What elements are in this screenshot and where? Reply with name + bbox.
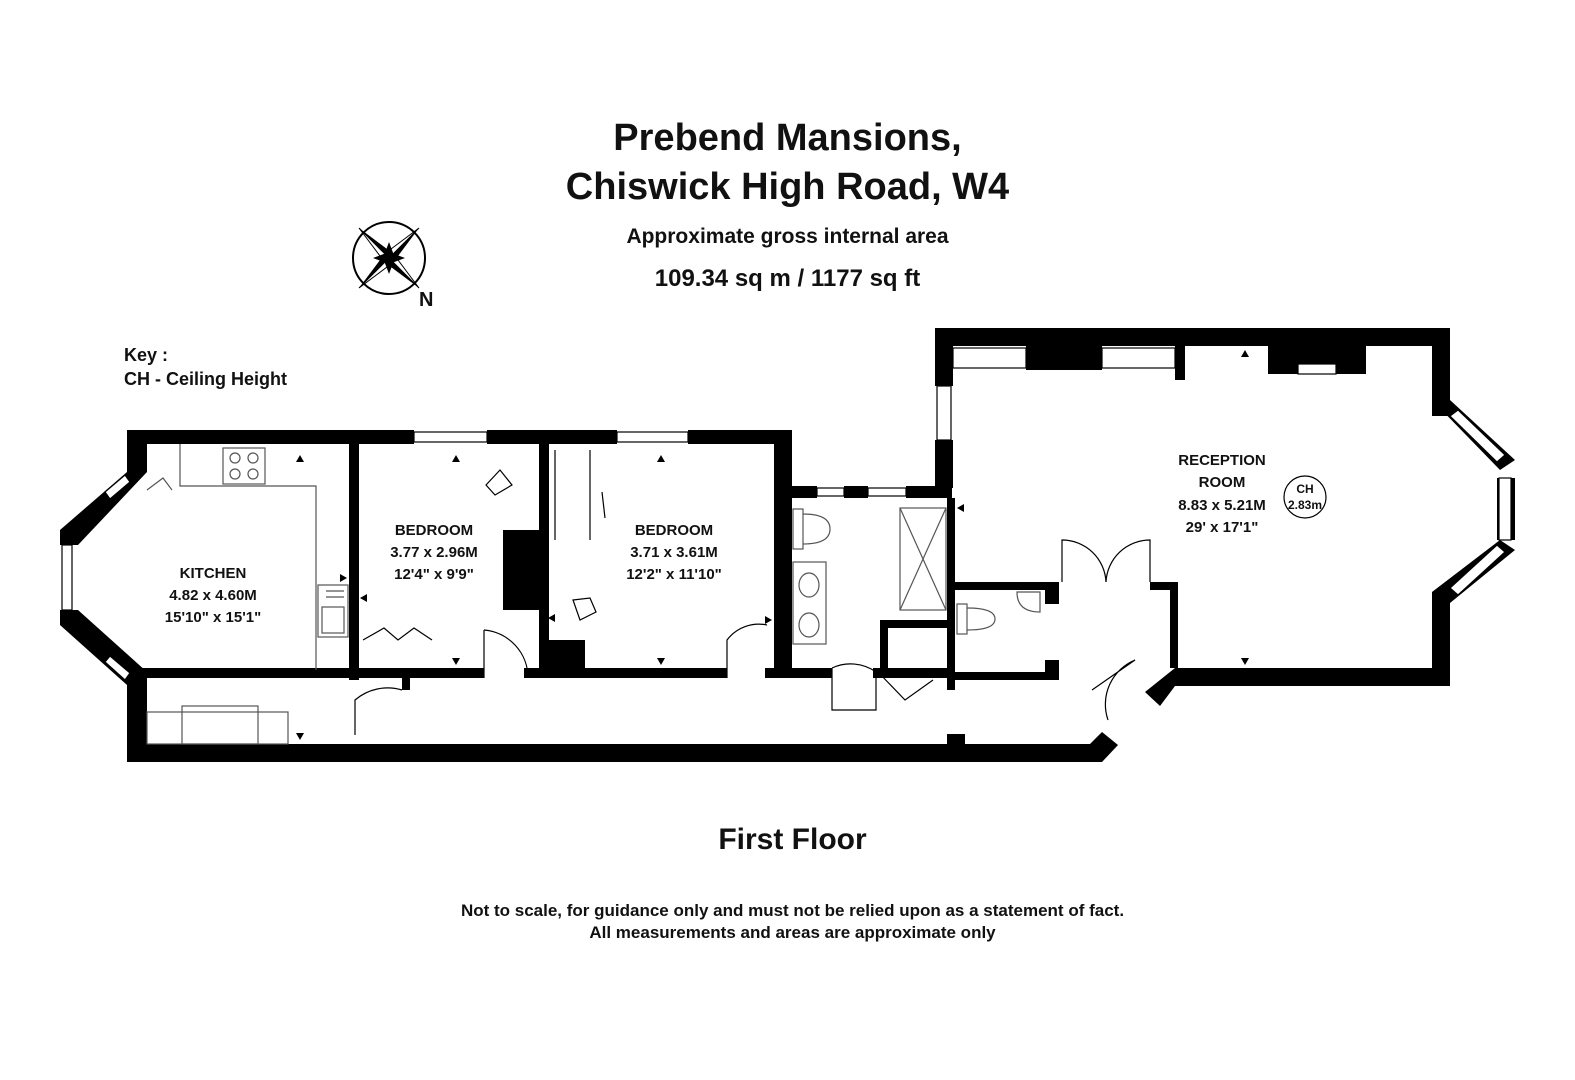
kitchen-name: KITCHEN	[180, 565, 247, 582]
reception-name-line2: ROOM	[1199, 474, 1246, 491]
key-entry: CH - Ceiling Height	[124, 369, 287, 389]
exterior-walls	[60, 328, 1515, 762]
door-swings	[354, 450, 1151, 735]
interior-walls	[147, 444, 1178, 746]
disclaimer-line2: All measurements and areas are approxima…	[589, 923, 996, 942]
key-legend: Key : CH - Ceiling Height	[124, 343, 287, 391]
reception-name-line1: RECEPTION	[1178, 452, 1266, 469]
ceiling-height-value: 2.83m	[1288, 498, 1322, 512]
bedroom1-metric: 3.77 x 2.96M	[390, 544, 478, 561]
reception-imperial: 29' x 17'1"	[1186, 519, 1259, 536]
bathroom-fixtures	[792, 507, 1041, 645]
bedroom1-name: BEDROOM	[395, 522, 473, 539]
disclaimer: Not to scale, for guidance only and must…	[0, 900, 1575, 944]
reception-label: RECEPTION ROOM 8.83 x 5.21M 29' x 17'1" …	[1178, 452, 1327, 536]
kitchen-fixtures	[146, 444, 349, 745]
disclaimer-line1: Not to scale, for guidance only and must…	[460, 901, 1125, 920]
key-heading: Key :	[124, 345, 169, 365]
plan-title-line1: Prebend Mansions,	[613, 117, 962, 159]
measurement-ticks	[296, 350, 1249, 740]
ceiling-height-badge	[1283, 475, 1327, 519]
area-label: Approximate gross internal area	[626, 225, 949, 248]
bedroom2-metric: 3.71 x 3.61M	[630, 544, 718, 561]
bedroom2-label: BEDROOM 3.71 x 3.61M 12'2" x 11'10"	[626, 522, 722, 583]
kitchen-imperial: 15'10" x 15'1"	[165, 609, 261, 626]
bedroom2-name: BEDROOM	[635, 522, 713, 539]
floor-name: First Floor	[718, 823, 867, 856]
bedroom2-imperial: 12'2" x 11'10"	[626, 566, 722, 583]
plan-title-line2: Chiswick High Road, W4	[565, 166, 1010, 208]
ceiling-height-label: CH	[1296, 482, 1313, 496]
kitchen-metric: 4.82 x 4.60M	[169, 587, 257, 604]
bedroom1-imperial: 12'4" x 9'9"	[394, 566, 474, 583]
windows	[61, 347, 1512, 681]
kitchen-label: KITCHEN 4.82 x 4.60M 15'10" x 15'1"	[165, 565, 261, 626]
area-value: 109.34 sq m / 1177 sq ft	[654, 265, 921, 292]
reception-metric: 8.83 x 5.21M	[1178, 497, 1266, 514]
bedroom1-label: BEDROOM 3.77 x 2.96M 12'4" x 9'9"	[390, 522, 478, 583]
compass-rose-icon: N	[352, 221, 433, 311]
compass-north-label: N	[419, 289, 433, 311]
